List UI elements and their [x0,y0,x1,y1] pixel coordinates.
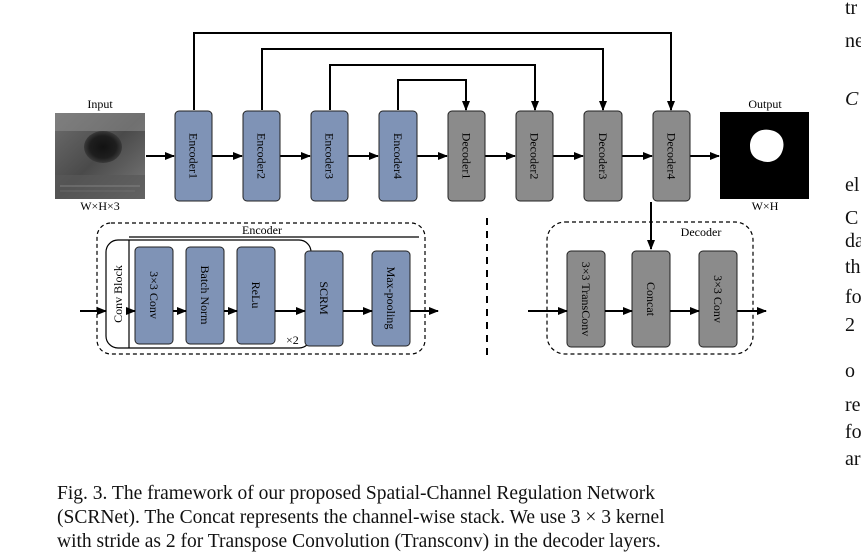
svg-text:Encoder4: Encoder4 [391,133,405,179]
figure-caption: Fig. 3. The framework of our proposed Sp… [57,482,839,554]
side-fragment: ne [845,30,861,52]
repeat-label: ×2 [286,333,299,347]
input-ultrasound-image [55,113,145,199]
decoder-detail-panel: Decoder 3×3 TransConv Concat 3×3 Conv [528,221,767,355]
side-fragment: th [845,256,861,278]
framework-diagram: Input W×H×3 Output W×H Encoder1 [55,32,809,356]
side-fragment: tr [845,0,858,19]
conv3x3-decoder-layer: 3×3 Conv [711,275,725,323]
svg-text:Decoder2: Decoder2 [528,133,542,180]
decoder2-block: Decoder2 [515,110,554,202]
svg-text:Decoder1: Decoder1 [460,133,474,180]
output-label: Output [748,97,782,111]
caption-line-2: (SCRNet). The Concat represents the chan… [57,507,665,528]
encoder-detail-panel: Encoder Conv Block ×2 3×3 Conv Batch Nor… [80,222,439,355]
caption-line-3: with stride as 2 for Transpose Convoluti… [57,531,661,552]
svg-text:Encoder2: Encoder2 [255,133,269,179]
svg-text:Encoder1: Encoder1 [187,133,201,179]
decoder-section-title: Decoder [681,225,722,239]
side-fragment: el [845,174,860,196]
output-dims: W×H [752,199,779,213]
side-fragment: fo [845,286,861,308]
output-mask-image [720,112,809,199]
batchnorm-layer: Batch Norm [198,266,212,326]
maxpool-layer: Max-pooling [384,267,398,330]
decoder3-block: Decoder3 [583,110,623,202]
side-fragment: ar [845,448,861,470]
encoder3-block: Encoder3 [310,110,349,202]
relu-layer: ReLu [249,282,263,309]
input-dims: W×H×3 [80,199,120,213]
encoder1-block: Encoder1 [174,110,213,202]
side-fragment: 2 [845,314,855,336]
caption-line-1: Fig. 3. The framework of our proposed Sp… [57,483,656,504]
side-fragment: re [845,394,861,416]
encoder-section-title: Encoder [242,223,282,237]
skip-connections [193,32,675,111]
svg-text:Decoder3: Decoder3 [596,133,610,180]
conv3x3-layer: 3×3 Conv [147,271,161,319]
decoder1-block: Decoder1 [447,110,486,202]
side-fragment: da [845,230,861,252]
encoder4-block: Encoder4 [378,110,418,202]
side-fragment: C [845,88,859,110]
side-fragment: C [845,207,859,229]
svg-text:Decoder4: Decoder4 [665,133,679,180]
concat-layer: Concat [644,282,658,317]
side-fragment: o [845,360,855,382]
decoder4-block: Decoder4 [652,110,691,202]
side-fragment: fo [845,421,861,443]
conv-block-label: Conv Block [111,265,125,323]
input-label: Input [87,97,113,111]
svg-text:Encoder3: Encoder3 [323,133,337,179]
transconv-layer: 3×3 TransConv [579,262,593,336]
encoder2-block: Encoder2 [242,110,281,202]
scrm-layer: SCRM [317,281,331,315]
